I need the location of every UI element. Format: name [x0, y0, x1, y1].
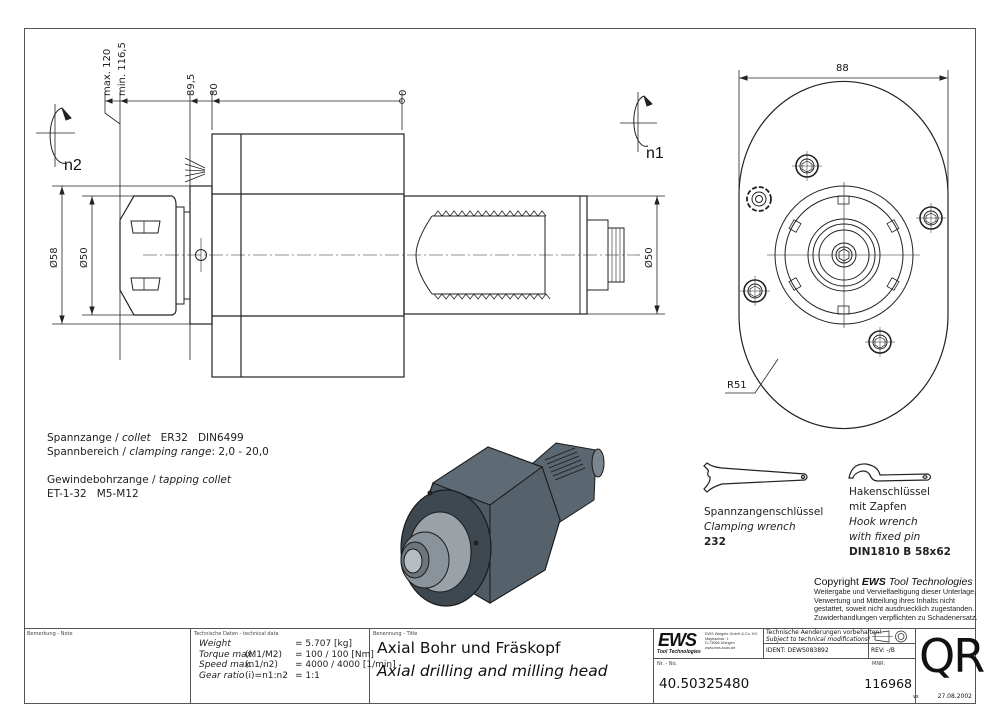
dim-89-5: 89,5: [186, 74, 197, 96]
spec-clamping-range: Spannbereich / clamping range: 2,0 - 20,…: [47, 446, 269, 458]
changes-notice: Technische Aenderungen vorbehalten!Subje…: [766, 629, 882, 643]
hook-wrench-label: Hakenschlüssel mit Zapfen Hook wrench wi…: [849, 486, 951, 558]
dim-80: 80: [209, 83, 220, 96]
flange-outline: [738, 80, 949, 430]
clamping-wrench-number: 232: [704, 536, 726, 548]
dim-radius-r51: R51: [727, 380, 747, 391]
rotation-label-n2: n2: [64, 157, 82, 174]
rotation-label-n1: n1: [646, 145, 664, 162]
tech-row: Gear ratio(i)=n1:n2= 1:1: [199, 670, 320, 681]
title-english: Axial drilling and milling head: [377, 662, 608, 680]
revision: REV: -/B: [871, 647, 895, 654]
mnr-cell: MNR: 116968: [864, 659, 916, 704]
thread-teeth: [433, 210, 551, 300]
part-number: 40.50325480: [659, 676, 750, 692]
clamping-wrench-label: Spannzangenschlüssel Clamping wrench 232: [704, 506, 824, 548]
dim-max-length: max. 120: [102, 49, 113, 96]
technical-data-cell: Technische Daten - technical data Weight…: [191, 629, 396, 704]
coolant-plug-icon: [746, 186, 772, 212]
tech-row: Speed max.(n1/n2)= 4000 / 4000 [1/min]: [199, 660, 396, 670]
collet-nut: [119, 195, 177, 316]
spec-tapping-collet: Gewindebohrzange / tapping collet: [47, 474, 231, 486]
note-cell: Bemerkung - Note: [24, 629, 191, 704]
dim-dia50-shank: Ø50: [643, 247, 655, 268]
leader-line-r51: [725, 358, 779, 394]
dim-dia58: Ø58: [48, 247, 60, 268]
hook-wrench-number: DIN1810 B 58x62: [849, 546, 951, 558]
part-number-cell: Nr. - No. 40.50325480: [657, 661, 750, 692]
logo-cell: EWS Tool Technologies EWS Weigele GmbH &…: [654, 629, 764, 659]
drawing-frame: [24, 28, 976, 704]
series-cell: QR vs 27.08.2002: [913, 629, 985, 700]
isometric-render: [400, 442, 605, 607]
dim-min-length: min. 116,5: [117, 42, 128, 96]
coolant-spray-icon: [184, 157, 206, 183]
spec-collet-en: collet: [122, 432, 151, 444]
projection-symbol-icon: [869, 629, 916, 644]
bolt-icon: [740, 276, 770, 306]
title-block: Bemerkung - Note Technische Daten - tech…: [24, 628, 985, 704]
ews-logo: EWS: [658, 630, 697, 650]
dim-0: 0: [398, 90, 409, 96]
bolt-icon: [916, 203, 946, 233]
spec-collet-values: ER32 DIN6499: [160, 432, 244, 444]
copyright-notice: Copyright EWS Tool Technologies Weiterga…: [814, 576, 978, 622]
hook-wrench-icon: [848, 463, 932, 482]
clamping-wrench-icon: [703, 462, 808, 493]
spec-collet-de: Spannzange: [47, 432, 112, 444]
tech-row: Torque max.(M1/M2)= 100 / 100 [Nm]: [199, 649, 374, 660]
rotation-n2-icon: [36, 104, 75, 167]
mnr-number: 116968: [864, 676, 912, 691]
bolt-icon: [865, 327, 895, 357]
bolt-icon: [792, 151, 822, 181]
title-cell: Benennung - Title Axial Bohr und Fräskop…: [370, 629, 654, 704]
dim-width-88: 88: [836, 63, 849, 74]
dim-dia50-collet: Ø50: [78, 247, 90, 268]
spec-collet: Spannzange / collet ER32 DIN6499: [47, 432, 244, 444]
drawing-date: 27.08.2002: [937, 693, 972, 700]
serrated-thread: [432, 215, 546, 295]
ident-number: IDENT: DEWS083892: [766, 647, 829, 654]
spec-tapping-sizes: ET-1-32 M5-M12: [47, 488, 139, 500]
rotation-n1-icon: [620, 92, 657, 152]
tech-data-table: Weight= 5.707 [kg] Torque max.(M1/M2)= 1…: [199, 639, 396, 681]
series-code: QR: [919, 629, 985, 683]
tech-row: Weight= 5.707 [kg]: [199, 639, 352, 649]
title-german: Axial Bohr und Fräskopf: [377, 639, 561, 657]
